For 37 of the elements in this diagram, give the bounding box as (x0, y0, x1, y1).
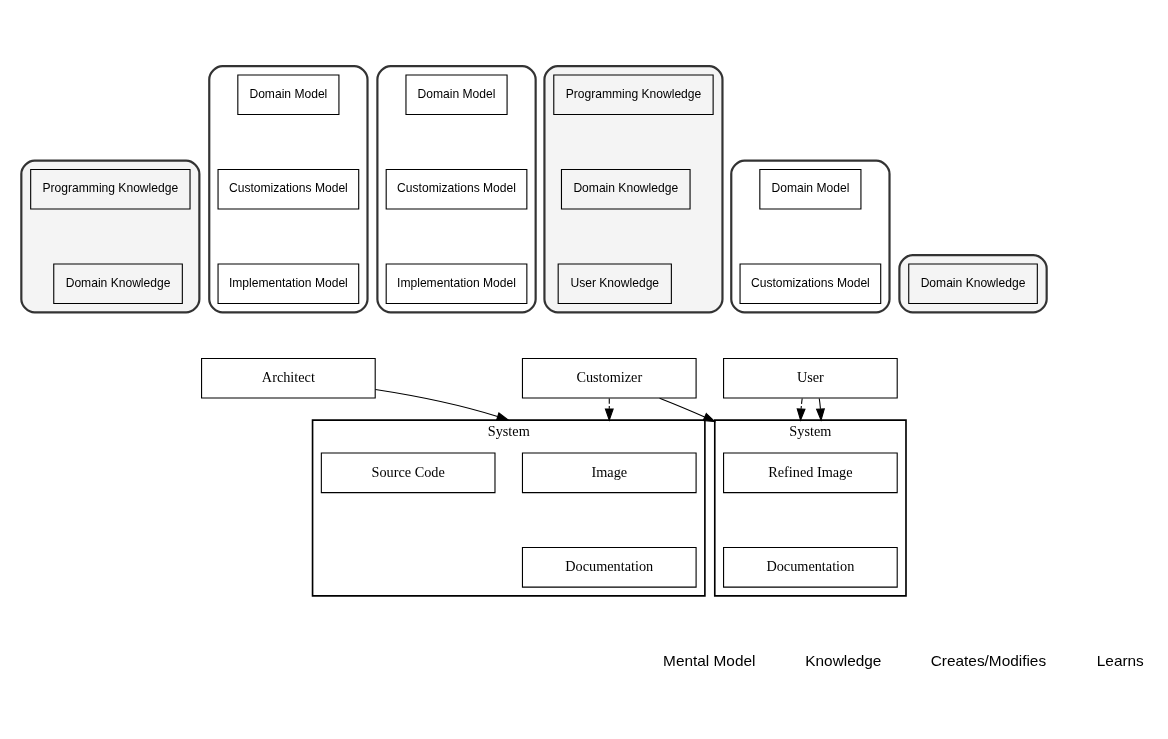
node-box: Domain Model (759, 168, 862, 210)
node-box: Source Code (320, 452, 496, 494)
arrow (796, 397, 806, 422)
cluster (376, 65, 537, 314)
node-box: Customizations Model (385, 168, 528, 210)
node-box: Architect (201, 357, 376, 399)
cluster (20, 159, 201, 314)
node-box: User Knowledge (557, 263, 672, 305)
node-box: Domain Knowledge (908, 263, 1038, 305)
legend-label: Creates/Modifies (930, 651, 1047, 669)
node-box: Documentation (521, 547, 697, 588)
arrow (815, 397, 826, 422)
node-box: Image (521, 452, 697, 494)
node-box: Customizer (521, 357, 697, 399)
cluster (543, 65, 724, 314)
legend-label: Knowledge (805, 651, 882, 669)
node-box: Documentation (723, 547, 898, 588)
node-box: User (723, 357, 898, 399)
arrow (659, 397, 717, 423)
arrow (374, 389, 510, 421)
cluster (730, 159, 891, 314)
arrow (604, 397, 614, 422)
node-box: Domain Model (237, 74, 340, 116)
cluster (208, 65, 369, 314)
node-box: Customizations Model (217, 168, 360, 210)
node-box: Customizations Model (739, 263, 882, 305)
node-box: Domain Knowledge (560, 168, 691, 210)
node-box: Domain Knowledge (53, 263, 183, 305)
legend-label: Mental Model (663, 651, 756, 669)
node-box: Implementation Model (385, 263, 528, 305)
cluster (898, 254, 1048, 314)
legend-label: Learns (1096, 651, 1144, 669)
node-box: Implementation Model (217, 263, 360, 305)
node-box: Programming Knowledge (553, 74, 714, 116)
node-box: Domain Model (405, 74, 508, 116)
node-box: Refined Image (723, 452, 898, 494)
node-box: Programming Knowledge (30, 168, 191, 210)
